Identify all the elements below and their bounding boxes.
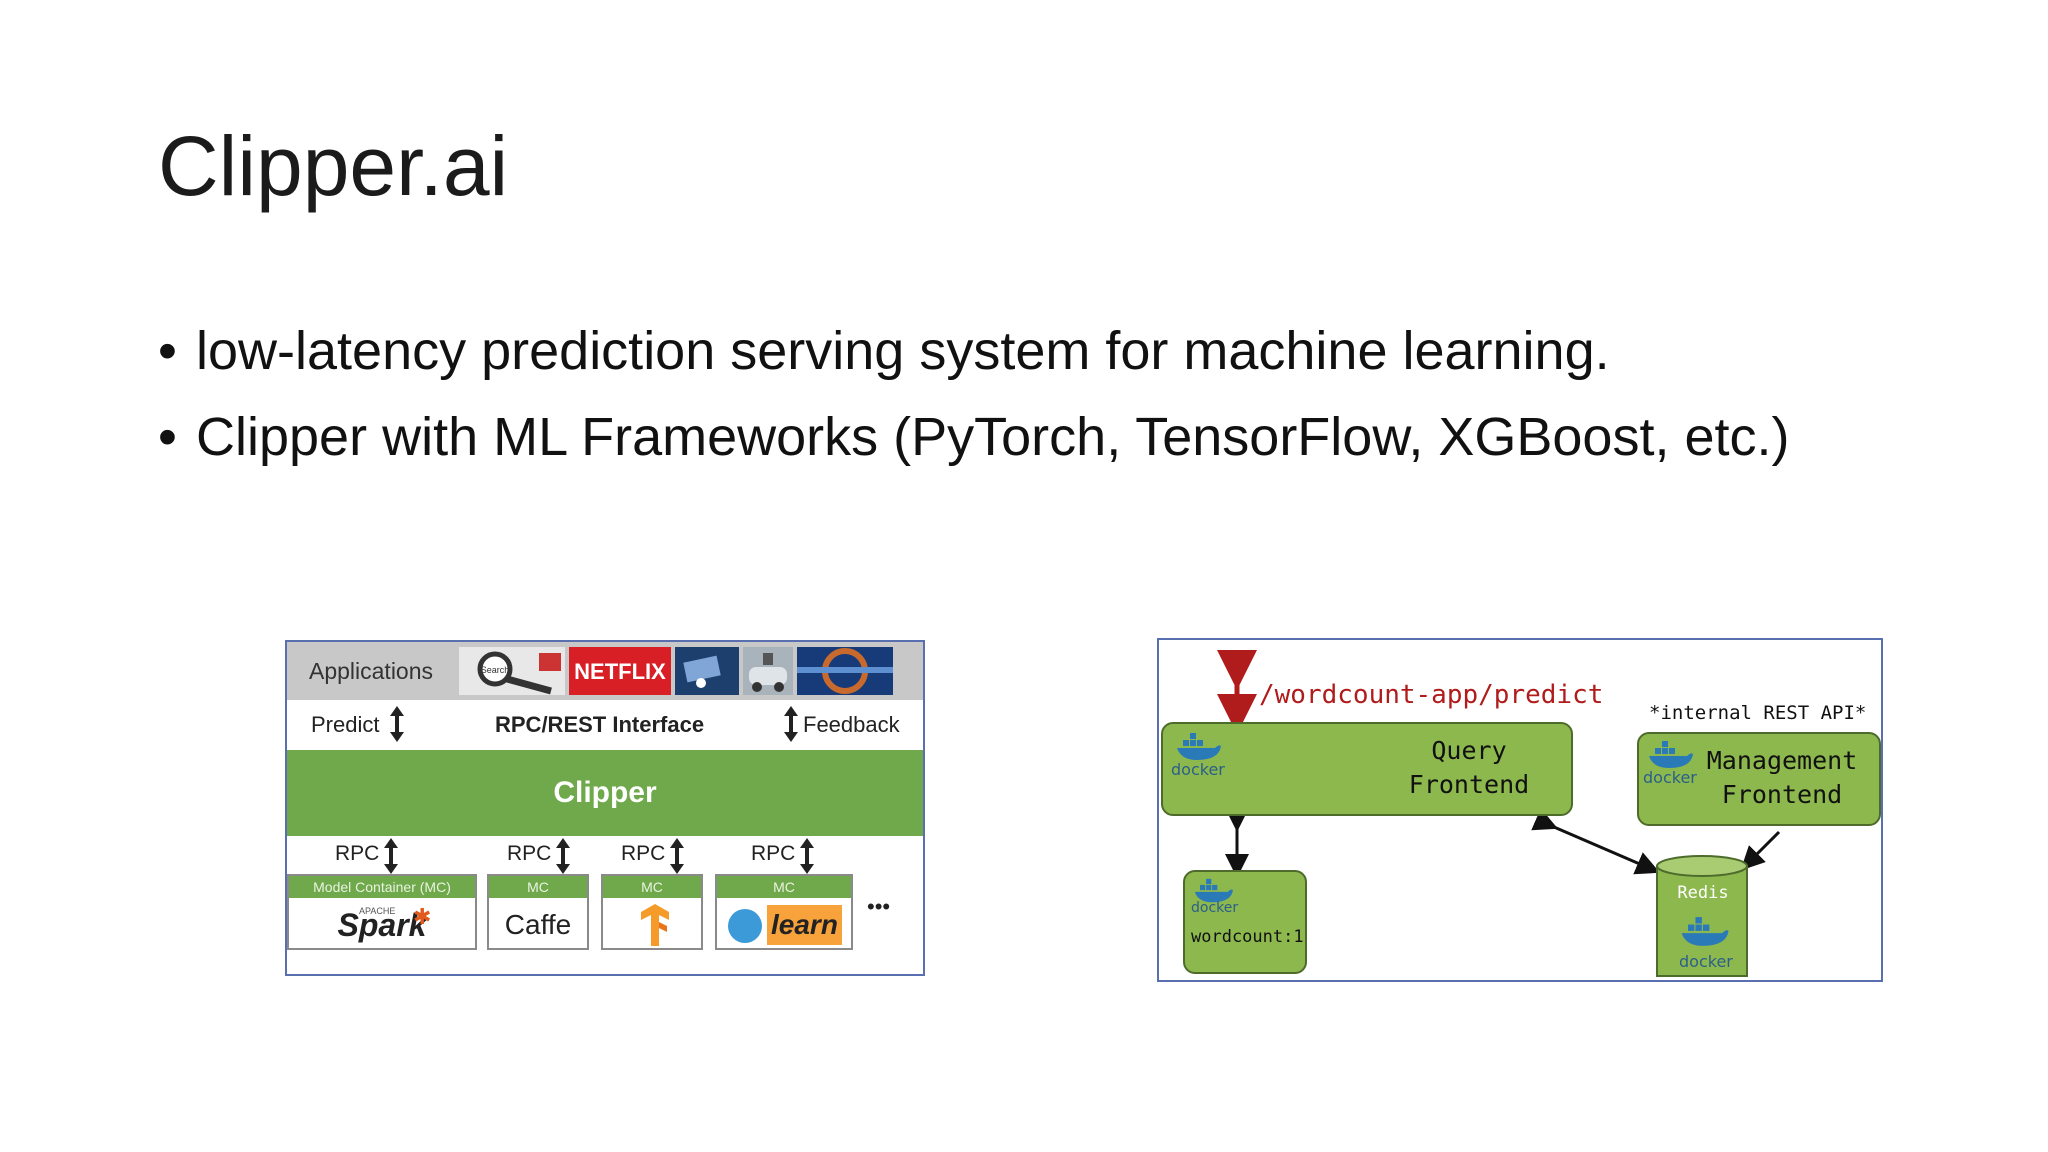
bullet-item: •low-latency prediction serving system f…: [158, 321, 1610, 381]
rpc-label: RPC: [335, 842, 380, 865]
spark-star-icon: ✱: [413, 904, 432, 929]
model-container-header: MC: [717, 876, 851, 898]
interface-bar: Predict RPC/REST Interface Feedback: [287, 700, 923, 748]
sklearn-circle-icon: [728, 909, 762, 943]
rpc-label: RPC: [621, 842, 666, 865]
more-models-ellipsis: •••: [867, 894, 891, 919]
feedback-arrow-icon: [784, 706, 798, 742]
car-app-logo: [743, 647, 793, 695]
docker-whale-icon: [1194, 878, 1233, 903]
applications-label: Applications: [309, 658, 434, 684]
rpc-arrow-icon: [800, 838, 814, 874]
redis-label: Redis: [1677, 883, 1729, 903]
svg-text:Search: Search: [481, 665, 510, 675]
bullet-list: •low-latency prediction serving system f…: [158, 308, 1789, 480]
netflix-logo-text: NETFLIX: [574, 659, 666, 684]
spark-logo-small-text: APACHE: [359, 906, 396, 916]
netflix-logo: NETFLIX: [569, 647, 671, 695]
model-container-sklearn: MC scikit learn: [715, 874, 853, 950]
model-container-header: MC: [603, 876, 701, 898]
bullet-item: •Clipper with ML Frameworks (PyTorch, Te…: [158, 407, 1790, 467]
tensorflow-logo: [641, 904, 669, 946]
bullet-text: low-latency prediction serving system fo…: [196, 321, 1610, 381]
wordcount-label: wordcount:1: [1191, 927, 1304, 947]
interface-label: RPC/REST Interface: [495, 712, 705, 737]
docker-label: docker: [1679, 952, 1733, 971]
endpoint-path: /wordcount-app/predict: [1259, 680, 1604, 710]
sklearn-learn-text: learn: [767, 905, 842, 945]
docker-label: docker: [1171, 760, 1225, 779]
model-container-header: MC: [489, 876, 587, 898]
management-to-redis-arrow: [1740, 830, 1781, 871]
caffe-label: Caffe: [504, 909, 572, 940]
spark-logo-text: Spark: [337, 907, 427, 943]
bullet-text: Clipper with ML Frameworks (PyTorch, Ten…: [196, 407, 1790, 467]
model-container-spark: Model Container (MC) APACHE Spark ✱: [287, 874, 477, 950]
rpc-label: RPC: [751, 842, 796, 865]
speech-app-logo: [797, 647, 893, 695]
internal-api-label: *internal REST API*: [1649, 702, 1867, 724]
deployment-arrows: [1217, 650, 1781, 878]
slide-title: Clipper.ai: [158, 119, 509, 213]
query-frontend-line1: Query: [1431, 736, 1507, 765]
docker-whale-icon: [1177, 733, 1221, 760]
docker-label: docker: [1191, 900, 1239, 916]
rpc-arrow-icon: [556, 838, 570, 874]
predict-label: Predict: [311, 712, 380, 737]
model-container-caffe: MC Caffe: [487, 874, 589, 950]
docker-label: docker: [1643, 768, 1697, 787]
model-container-tensorflow: MC: [601, 874, 703, 950]
docker-whale-icon: [1649, 741, 1693, 768]
sklearn-logo: scikit learn: [717, 900, 851, 948]
spark-logo: APACHE Spark ✱: [289, 900, 475, 948]
redis-database-icon: [1656, 855, 1748, 977]
clipper-layer: Clipper: [287, 750, 923, 836]
clipper-label: Clipper: [553, 776, 657, 809]
rpc-arrow-icon: [670, 838, 684, 874]
management-frontend-box: docker Management Frontend: [1637, 732, 1881, 826]
query-frontend-box: docker Query Frontend: [1161, 722, 1573, 816]
feedback-label: Feedback: [803, 712, 900, 737]
query-frontend-line2: Frontend: [1408, 770, 1530, 799]
applications-bar: Applications Search NETFLIX: [287, 642, 923, 700]
management-frontend-line2: Frontend: [1721, 780, 1843, 809]
security-app-logo: [675, 647, 739, 695]
model-container-header: Model Container (MC): [289, 876, 475, 898]
clipper-architecture-diagram: Applications Search NETFLIX: [285, 640, 925, 976]
search-app-logo: Search: [459, 647, 565, 695]
docker-whale-icon: [1681, 917, 1729, 946]
rpc-label: RPC: [507, 842, 552, 865]
clipper-deployment-diagram: /wordcount-app/predict *internal REST AP…: [1157, 638, 1883, 982]
management-frontend-line1: Management: [1706, 746, 1858, 775]
wordcount-model-container: docker wordcount:1: [1183, 870, 1307, 974]
predict-arrow-icon: [390, 706, 404, 742]
rpc-arrow-icon: [384, 838, 398, 874]
query-to-redis-arrow: [1531, 808, 1661, 875]
